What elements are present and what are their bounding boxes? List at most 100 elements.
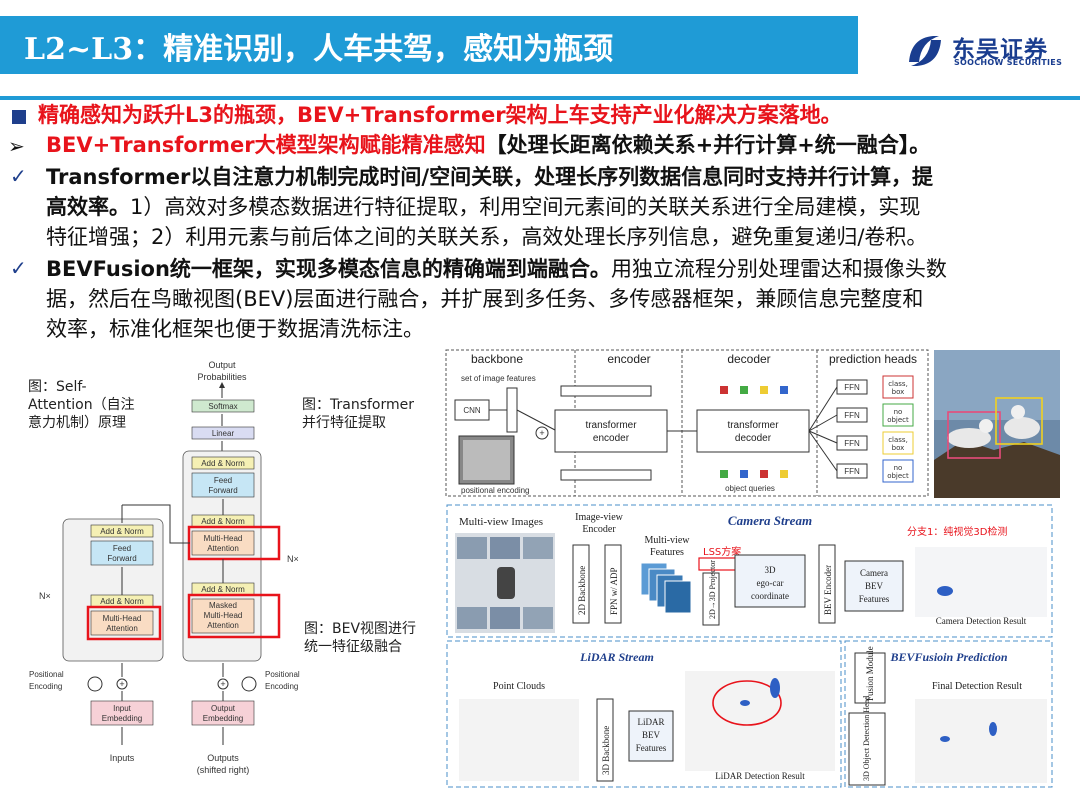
caption-line: 并行特征提取 [302, 415, 386, 431]
output-label: object [887, 416, 909, 424]
multi-head-attention-block [90, 610, 154, 636]
add-norm-label: Add & Norm [201, 585, 245, 594]
seagull-detection-photo [934, 350, 1060, 498]
lidar-bev-block [628, 710, 674, 762]
bev-encoder-label: BEV Encoder [823, 565, 833, 615]
lidar-stream-title: LiDAR Stream [579, 650, 654, 664]
ego-car-label: coordinate [751, 591, 789, 601]
lidar-bev-label: LiDAR [638, 717, 665, 727]
masked-attention-block [191, 598, 255, 634]
camera-bev-label: Features [859, 594, 890, 604]
encoder-header: encoder [607, 352, 650, 366]
add-norm-label: Add & Norm [100, 527, 144, 536]
softmax-label: Softmax [208, 402, 237, 411]
feed-forward-label: Forward [208, 486, 237, 495]
output-label: box [892, 388, 905, 396]
fpn-label: FPN w/ ADP [609, 567, 619, 615]
camera-result-image [915, 547, 1047, 617]
camera-result-label: Camera Detection Result [936, 616, 1027, 626]
multi-head-label: Multi-Head [204, 534, 243, 543]
pos-enc-label: Positional [265, 670, 300, 679]
bevfusion-diagram: Multi-view Images Image-view Encoder Cam… [446, 504, 1053, 788]
caption-line: Attention（自注 [28, 397, 135, 413]
linear-block [191, 426, 255, 440]
body-line-2-red: BEV+Transformer大模型架构赋能精准感知 [46, 133, 486, 157]
detection-head-label: 3D Object Detection Head [862, 696, 871, 781]
add-norm-label: Add & Norm [201, 517, 245, 526]
body-line-2-dark: 【处理长距离依赖关系+并行计算+统一融合】。 [485, 133, 931, 157]
output-label: object [887, 472, 909, 480]
encoder-label: transformer [585, 420, 637, 431]
multi-head-label: Attention [207, 544, 239, 553]
softmax-block [191, 399, 255, 413]
multi-head-label: Attention [106, 624, 138, 633]
body-line-6-normal: 用独立流程分别处理雷达和摄像头数 [610, 257, 947, 281]
ffn-label: FFN [844, 439, 860, 448]
positional-wave-icon [241, 676, 257, 692]
image-view-encoder-label: Encoder [582, 524, 616, 535]
svg-text:+: + [539, 428, 544, 438]
backbone-2d-label: 2D Backbone [577, 566, 587, 615]
transformer-encoder-block [554, 409, 668, 453]
caption-line: 图：BEV视图进行 [304, 621, 417, 637]
transformer-architecture-diagram: Output Probabilities Softmax Linear Add … [29, 360, 300, 775]
decoder-queries [720, 386, 788, 478]
highlight-box [86, 605, 162, 641]
logo-mark-icon [909, 36, 941, 66]
input-embedding-label: Embedding [102, 714, 142, 723]
header-rule [0, 96, 1080, 100]
branch1-label: 分支1：纯视觉3D检测 [907, 525, 1007, 538]
check-bullet-icon: ✓ [10, 256, 27, 280]
body-line-2: BEV+Transformer大模型架构赋能精准感知【处理长距离依赖关系+并行计… [46, 130, 930, 160]
outputs-label: Outputs [207, 753, 239, 763]
decoder-label: transformer [727, 420, 779, 431]
image-view-encoder-label: Image-view [575, 512, 624, 523]
features-label: Multi-view [645, 535, 691, 546]
ffn-label: FFN [844, 411, 860, 420]
lss-label: LSS方案 [703, 545, 741, 558]
features-label: Features [650, 547, 684, 558]
cnn-label: CNN [463, 406, 481, 415]
output-label: no [894, 408, 903, 416]
multi-view-images-label: Multi-view Images [459, 516, 543, 528]
pos-enc-label: Encoding [265, 682, 298, 691]
output-label: class, [888, 380, 908, 388]
masked-label: Attention [207, 621, 239, 630]
lidar-bev-label: BEV [642, 730, 661, 740]
body-line-6: BEVFusion统一框架，实现多模态信息的精确端到端融合。用独立流程分别处理雷… [46, 254, 947, 284]
body-line-5: 特征增强；2）利用元素与前后体之间的关联关系，高效处理长序列信息，避免重复递归/… [46, 225, 928, 249]
pos-enc-label: Encoding [29, 682, 62, 691]
detection-box [995, 397, 1043, 445]
output-embedding-label: Output [211, 704, 236, 713]
body-line-7: 据，然后在鸟瞰视图(BEV)层面进行融合，并扩展到多任务、多传感器框架，兼顾信息… [46, 287, 924, 311]
feed-forward-block [191, 472, 255, 498]
feature-stack [640, 562, 692, 614]
body-line-4-normal: 1）高效对多模态数据进行特征提取，利用空间元素间的关联关系进行全局建模，实现 [130, 195, 921, 219]
caption-bev: 图：BEV视图进行 统一特征级融合 [304, 620, 416, 656]
camera-bev-label: Camera [860, 568, 888, 578]
backbone-3d-label: 3D Backbone [601, 726, 611, 775]
lidar-result-image [685, 671, 835, 771]
feed-forward-block [90, 540, 154, 566]
input-embedding-label: Input [113, 704, 132, 713]
output-probs-label: Probabilities [197, 372, 247, 382]
multi-head-label: Multi-Head [103, 614, 142, 623]
final-result-image [915, 699, 1047, 783]
feed-forward-label: Forward [107, 554, 136, 563]
page-title: L2~L3：精准识别，人车共驾，感知为瓶颈 [24, 32, 614, 67]
prediction-heads-header: prediction heads [829, 352, 917, 366]
bevfusion-prediction-title: BEVFusioin Prediction [889, 650, 1007, 664]
output-label: box [892, 444, 905, 452]
ffn-label: FFN [844, 467, 860, 476]
arrow-bullet-icon: ➢ [8, 134, 25, 158]
feed-forward-label: Feed [113, 544, 131, 553]
inputs-label: Inputs [110, 753, 135, 763]
body-line-3: Transformer以自注意力机制完成时间/空间关联，处理长序列数据信息同时支… [46, 165, 934, 189]
fusion-module-label: Fusion Module [865, 646, 875, 701]
positional-wave-icon [87, 676, 103, 692]
caption-transformer: 图：Transformer 并行特征提取 [302, 396, 414, 432]
camera-bev-block [844, 560, 904, 612]
outputs-label: (shifted right) [197, 765, 250, 775]
encoder-label: encoder [593, 433, 630, 444]
check-bullet-icon: ✓ [10, 164, 27, 188]
